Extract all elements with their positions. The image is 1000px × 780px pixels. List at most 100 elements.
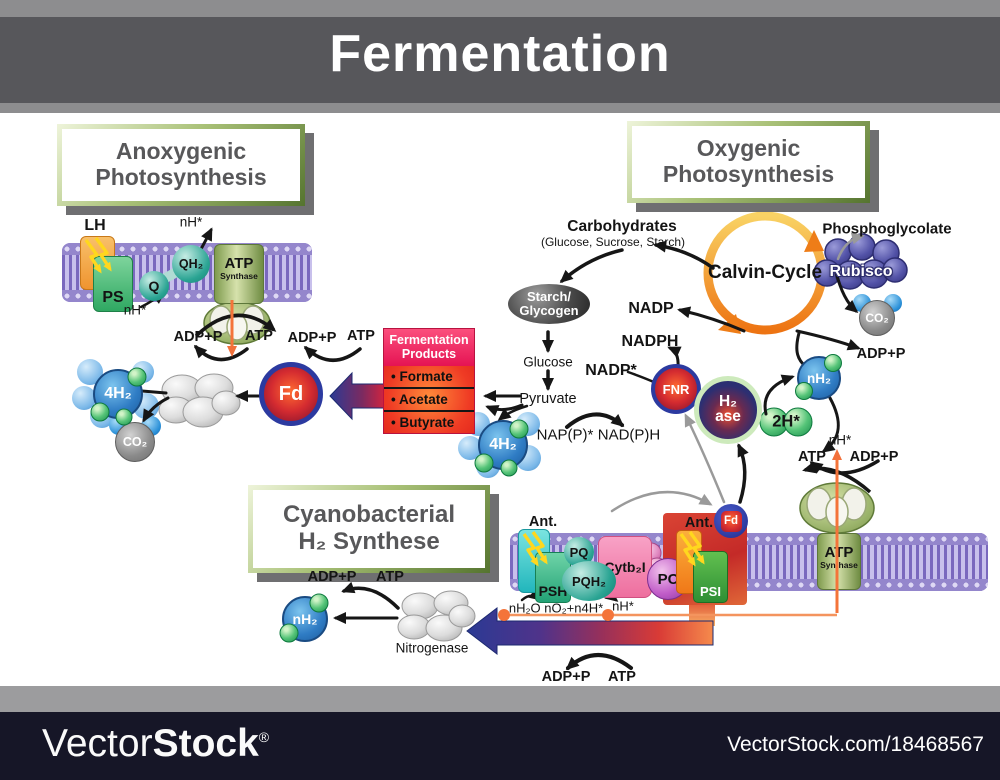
pqh2-molecule: PQH₂ [562, 561, 616, 601]
antenna2-label: Ant. [684, 515, 714, 531]
nh2-label-cyano: nH₂ [292, 611, 318, 627]
co2-label-1: CO₂ [122, 435, 148, 449]
psi-complex: PSI [693, 551, 728, 603]
registered-mark: ® [258, 729, 270, 745]
left-atp-synthase-label1: ATP [224, 255, 254, 272]
fermentation-products-box: Fermentation Products • Formate • Acetat… [383, 328, 475, 434]
co2-label-2: CO₂ [865, 311, 889, 325]
co2-molecule-oxygenic: CO₂ [859, 300, 895, 336]
right-atp-synthase: ATP Synthase [817, 533, 861, 590]
fd2-label: Fd [723, 515, 739, 527]
h2ase-label-1: H₂ [718, 393, 738, 411]
antenna1-label: Ant. [528, 514, 558, 530]
adp-p-label-2: ADP+P [287, 330, 337, 346]
right-atp-synthase-label2: Synthase [820, 560, 858, 570]
nh2-label-right: nH₂ [807, 370, 831, 386]
calvin-cycle-label: Calvin-Cycle [707, 262, 823, 283]
h2ase-label-2: ase [715, 408, 741, 425]
brand-light: Vector [42, 722, 153, 765]
qh2-label: QH₂ [178, 257, 204, 271]
left-atp-synthase: ATP Synthase [214, 244, 264, 304]
two-h-label: 2H* [772, 412, 800, 431]
atp-bottom-label: ATP [608, 669, 636, 685]
cytb2i-label: Cytb₂I [604, 559, 646, 575]
starch-label-1: Starch/ [526, 289, 572, 305]
left-atp-synthase-label2: Synthase [220, 271, 258, 281]
atp-label-1: ATP [245, 328, 273, 344]
anoxygenic-title-box: Anoxygenic Photosynthesis [57, 124, 305, 206]
nadph-label: NADPH [621, 333, 679, 350]
hydrogenase-enzyme: H₂ ase [694, 376, 762, 444]
quinone-q: Q [139, 271, 169, 301]
rubisco-label: Rubisco [829, 263, 893, 280]
enzyme-blobs [158, 373, 241, 428]
footer-gray-strip [0, 686, 1000, 712]
h2-molecule-anoxygenic: 4H₂ [93, 369, 143, 419]
page-title: Fermentation [329, 25, 671, 83]
fnr-enzyme: FNR [651, 364, 701, 414]
glucose-label: Glucose [523, 354, 573, 370]
starch-glycogen: Starch/ Glycogen [508, 284, 590, 324]
oxygenic-title-line2: Photosynthesis [662, 161, 835, 187]
cyano-title-line2: H₂ Synthese [298, 528, 440, 555]
ferm-item-acetate: • Acetate [384, 386, 474, 410]
right-rotor [799, 482, 875, 539]
adp-p-top-right-label: ADP+P [856, 346, 906, 362]
nh-star-bottom-label: nH* [123, 302, 147, 318]
pyruvate-label: Pyruvate [519, 391, 577, 407]
ferm-item-butyrate: • Butyrate [384, 409, 474, 433]
cyanobacterial-title-box: Cyanobacterial H₂ Synthese [248, 485, 490, 573]
ferm-title-line2: Products [401, 347, 457, 362]
header-top-strip [0, 0, 1000, 17]
cyano-title-line1: Cyanobacterial [282, 501, 456, 529]
adp-p-cyano-label: ADP+P [307, 569, 357, 585]
nadp-star-label: NADP* [585, 362, 637, 379]
co2-molecule-anoxygenic: CO₂ [115, 422, 155, 462]
water-splitting-label: nH₂O nO₂+n4H* [508, 600, 604, 616]
starch-label-2: Glycogen [519, 303, 579, 318]
lh-label: LH [84, 217, 106, 234]
anoxygenic-title-line2: Photosynthesis [95, 164, 267, 190]
quinone-qh2: QH₂ [172, 245, 210, 283]
atp-label-2: ATP [347, 328, 375, 344]
vectorstock-url: VectorStock.com/18468567 [727, 733, 984, 756]
nadp-label: NADP [628, 300, 674, 317]
h2-4-label: 4H₂ [104, 385, 132, 402]
nh-star-membrane-label: nH* [612, 598, 634, 614]
header-bottom-strip [0, 103, 1000, 113]
oxygenic-title-box: Oxygenic Photosynthesis [627, 121, 870, 203]
ferredoxin-fd-thylakoid: Fd [714, 504, 748, 538]
nad-p-h-label: NAD(P)H [597, 426, 661, 444]
footer-band [0, 712, 1000, 780]
pqh2-label: PQH₂ [572, 573, 606, 589]
fnr-label: FNR [662, 381, 690, 397]
ferm-item-formate: • Formate [391, 368, 453, 384]
h2-4-label-2: 4H₂ [489, 436, 517, 453]
pq-label: PQ [569, 544, 589, 560]
fermentation-to-fd-arrow [329, 371, 385, 421]
q-label: Q [148, 278, 160, 294]
nap-p-label: NAP(P)* [536, 426, 594, 444]
ferredoxin-fd: Fd [259, 362, 323, 426]
phosphoglycolate-label: Phosphoglycolate [822, 220, 952, 238]
h2-molecule-center: 4H₂ [478, 420, 528, 470]
nitrogenase-blobs [397, 590, 476, 642]
ferm-title-line1: Fermentation [389, 333, 469, 347]
ps-label: PS [102, 289, 124, 306]
nh-star-right-label: nH* [828, 432, 852, 448]
right-atp-synthase-label1: ATP [824, 544, 854, 561]
adp-p-bottom-label: ADP+P [541, 669, 591, 685]
header-band [0, 17, 1000, 103]
nh2-molecule-right: nH₂ [797, 356, 841, 400]
nh2-molecule-cyano: nH₂ [282, 596, 328, 642]
vectorstock-logo: VectorStock® [42, 722, 269, 766]
atp-cyano-label: ATP [376, 569, 404, 585]
atp-right-label: ATP [798, 449, 826, 465]
psi-label: PSI [700, 584, 721, 599]
nh-star-top-label: nH* [179, 214, 203, 230]
nitrogenase-label: Nitrogenase [395, 640, 469, 656]
oxygenic-title-line1: Oxygenic [696, 135, 801, 162]
